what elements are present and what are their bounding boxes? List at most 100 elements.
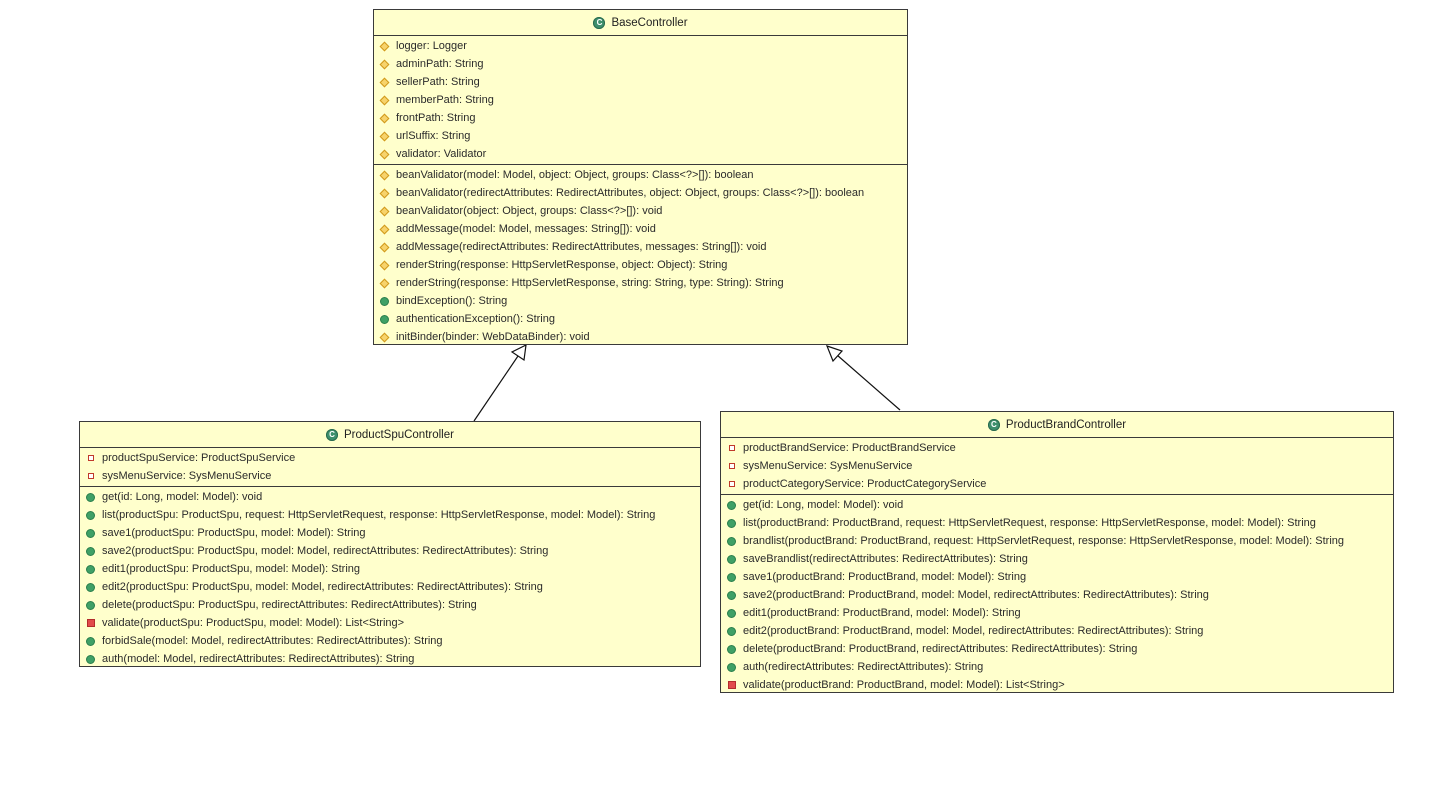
public-visibility-icon-slot — [727, 536, 736, 546]
public-visibility-icon-slot — [86, 582, 95, 592]
public-visibility-icon-slot — [86, 636, 95, 646]
protected-visibility-icon — [379, 113, 390, 123]
public-visibility-icon — [380, 314, 389, 324]
method-signature: save2(productBrand: ProductBrand, model:… — [743, 589, 1209, 601]
public-visibility-icon-slot — [86, 600, 95, 610]
methods-section: beanValidator(model: Model, object: Obje… — [374, 164, 907, 347]
field-signature: logger: Logger — [396, 40, 467, 52]
public-visibility-icon — [86, 582, 95, 592]
class-icon: C — [326, 428, 339, 441]
protected-visibility-icon — [379, 224, 390, 234]
field-row: logger: Logger — [374, 37, 907, 55]
method-signature: edit2(productBrand: ProductBrand, model:… — [743, 625, 1204, 637]
field-row: adminPath: String — [374, 55, 907, 73]
public-visibility-icon-slot — [86, 564, 95, 574]
protected-visibility-icon — [379, 188, 390, 198]
public-visibility-icon — [727, 554, 736, 564]
field-row: productCategoryService: ProductCategoryS… — [721, 475, 1393, 493]
public-visibility-icon-slot — [380, 296, 389, 306]
field-row: memberPath: String — [374, 91, 907, 109]
protected-visibility-icon-slot — [379, 77, 390, 87]
protected-visibility-icon-slot — [379, 41, 390, 51]
field-signature: urlSuffix: String — [396, 130, 471, 142]
protected-visibility-icon — [379, 278, 390, 288]
public-visibility-icon-slot — [86, 528, 95, 538]
public-visibility-icon — [380, 296, 389, 306]
method-row: beanValidator(object: Object, groups: Cl… — [374, 202, 907, 220]
method-row: list(productBrand: ProductBrand, request… — [721, 514, 1393, 532]
private-visibility-icon — [87, 455, 94, 461]
private-visibility-icon-slot — [86, 455, 95, 461]
field-row: productSpuService: ProductSpuService — [80, 449, 700, 467]
protected-visibility-icon-slot — [379, 224, 390, 234]
method-row: forbidSale(model: Model, redirectAttribu… — [80, 632, 700, 650]
field-signature: adminPath: String — [396, 58, 484, 70]
class-product-spu-controller[interactable]: C ProductSpuController productSpuService… — [79, 421, 701, 667]
public-visibility-icon — [727, 536, 736, 546]
method-signature: saveBrandlist(redirectAttributes: Redire… — [743, 553, 1028, 565]
field-signature: sysMenuService: SysMenuService — [743, 460, 913, 472]
public-visibility-icon — [86, 600, 95, 610]
protected-visibility-icon — [379, 41, 390, 51]
public-visibility-icon — [86, 564, 95, 574]
class-header: C ProductSpuController — [80, 422, 700, 448]
method-signature: get(id: Long, model: Model): void — [102, 491, 263, 503]
public-visibility-icon — [727, 626, 736, 636]
generalization-arrowhead — [825, 345, 844, 363]
protected-visibility-icon — [379, 59, 390, 69]
field-row: sysMenuService: SysMenuService — [80, 467, 700, 485]
method-row: delete(productBrand: ProductBrand, redir… — [721, 640, 1393, 658]
field-signature: frontPath: String — [396, 112, 476, 124]
class-base-controller[interactable]: C BaseController logger: Logger adminPath… — [373, 9, 908, 345]
field-row: sysMenuService: SysMenuService — [721, 457, 1393, 475]
method-row: save2(productBrand: ProductBrand, model:… — [721, 586, 1393, 604]
method-row: validate(productSpu: ProductSpu, model: … — [80, 614, 700, 632]
private-visibility-icon — [728, 463, 735, 469]
public-visibility-icon — [727, 662, 736, 672]
method-row: initBinder(binder: WebDataBinder): void — [374, 328, 907, 346]
class-name: ProductBrandController — [1005, 418, 1127, 431]
protected-visibility-icon-slot — [379, 332, 390, 342]
field-row: urlSuffix: String — [374, 127, 907, 145]
public-visibility-icon — [727, 608, 736, 618]
private-visibility-icon-slot — [86, 619, 95, 627]
method-signature: bindException(): String — [396, 295, 508, 307]
protected-visibility-icon-slot — [379, 131, 390, 141]
class-header: C BaseController — [374, 10, 907, 36]
protected-visibility-icon — [379, 260, 390, 270]
protected-visibility-icon-slot — [379, 188, 390, 198]
method-row: edit2(productSpu: ProductSpu, model: Mod… — [80, 578, 700, 596]
method-row: addMessage(model: Model, messages: Strin… — [374, 220, 907, 238]
public-visibility-icon — [727, 590, 736, 600]
method-signature: list(productBrand: ProductBrand, request… — [743, 517, 1316, 529]
method-signature: save1(productSpu: ProductSpu, model: Mod… — [102, 527, 366, 539]
method-signature: edit1(productBrand: ProductBrand, model:… — [743, 607, 1021, 619]
method-signature: brandlist(productBrand: ProductBrand, re… — [743, 535, 1345, 547]
method-row: validate(productBrand: ProductBrand, mod… — [721, 676, 1393, 694]
field-row: productBrandService: ProductBrandService — [721, 439, 1393, 457]
method-signature: save1(productBrand: ProductBrand, model:… — [743, 571, 1027, 583]
method-row: edit1(productSpu: ProductSpu, model: Mod… — [80, 560, 700, 578]
method-row: edit2(productBrand: ProductBrand, model:… — [721, 622, 1393, 640]
method-signature: validate(productBrand: ProductBrand, mod… — [743, 679, 1065, 691]
protected-visibility-icon-slot — [379, 59, 390, 69]
private-visibility-icon-slot — [727, 481, 736, 487]
public-visibility-icon-slot — [86, 654, 95, 664]
public-visibility-icon-slot — [727, 572, 736, 582]
private-visibility-icon — [86, 619, 95, 627]
fields-section: productBrandService: ProductBrandService… — [721, 438, 1393, 494]
private-visibility-icon — [728, 481, 735, 487]
public-visibility-icon — [86, 528, 95, 538]
public-visibility-icon — [727, 644, 736, 654]
method-signature: renderString(response: HttpServletRespon… — [396, 259, 728, 271]
method-row: renderString(response: HttpServletRespon… — [374, 256, 907, 274]
class-product-brand-controller[interactable]: C ProductBrandController productBrandSer… — [720, 411, 1394, 693]
method-signature: validate(productSpu: ProductSpu, model: … — [102, 617, 405, 629]
public-visibility-icon-slot — [727, 554, 736, 564]
method-row: get(id: Long, model: Model): void — [80, 488, 700, 506]
method-signature: beanValidator(object: Object, groups: Cl… — [396, 205, 663, 217]
field-row: frontPath: String — [374, 109, 907, 127]
